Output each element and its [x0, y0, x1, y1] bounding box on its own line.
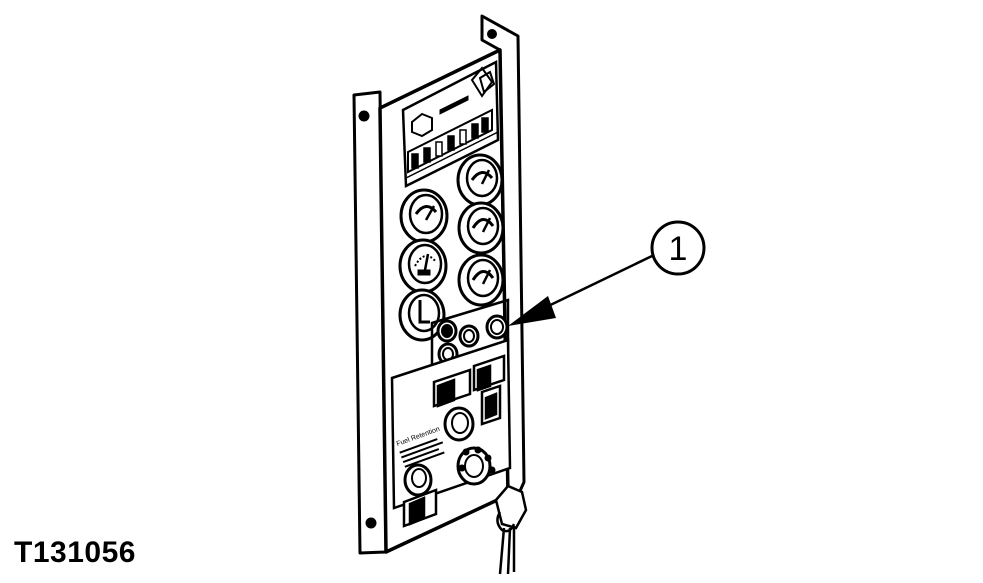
callout-circle-1: 1	[650, 220, 706, 276]
leader-arrow	[508, 254, 653, 326]
lower-knob	[403, 463, 433, 497]
rotary-knob	[443, 406, 475, 442]
lower-switch	[402, 488, 438, 528]
indicator-decal	[401, 59, 500, 188]
ignition-switch	[456, 446, 496, 486]
figure-id: T131056	[14, 536, 136, 569]
toggle-switch-1	[432, 368, 472, 408]
indicator-light-left	[436, 319, 458, 343]
indicator-light-right	[485, 314, 509, 340]
rocker-switch	[480, 384, 502, 426]
panel-left-flange	[352, 90, 388, 555]
gauge-left-2	[398, 238, 448, 294]
gauge-right-2	[457, 201, 505, 255]
toggle-switch-2	[472, 354, 506, 392]
callout-number-1: 1	[669, 230, 688, 268]
gauge-right-3	[457, 253, 505, 307]
indicator-light-middle	[458, 324, 480, 348]
gauge-left-1	[399, 188, 449, 244]
ignition-key-icon	[494, 484, 528, 575]
gauge-right-1	[456, 153, 504, 207]
